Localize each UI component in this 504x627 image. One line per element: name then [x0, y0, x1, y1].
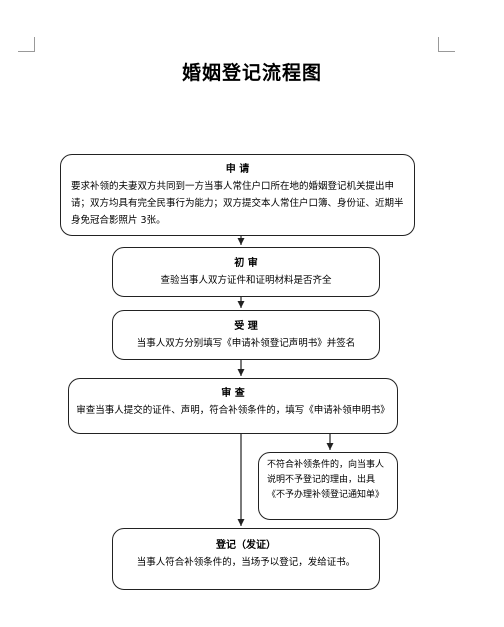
step-first-review-title: 初 审	[234, 258, 258, 269]
step-accept-title: 受 理	[234, 321, 258, 332]
page-corner-mark-top-left	[18, 37, 35, 52]
step-reject-text: 不符合补领条件的，向当事人说明不予登记的理由，出具《不予办理补领登记通知单》	[267, 460, 385, 500]
step-reject-box: 不符合补领条件的，向当事人说明不予登记的理由，出具《不予办理补领登记通知单》	[258, 452, 398, 520]
step-first-review-box: 初 审 查验当事人双方证件和证明材料是否齐全	[112, 247, 380, 297]
step-register-box: 登记（发证） 当事人符合补领条件的，当场予以登记，发给证书。	[112, 528, 380, 590]
step-first-review-text: 查验当事人双方证件和证明材料是否齐全	[160, 275, 332, 286]
step-accept-text: 当事人双方分别填写《申请补领登记声明书》并签名	[136, 338, 356, 349]
step-apply-text: 要求补领的夫妻双方共同到一方当事人常住户口所在地的婚姻登记机关提出申请；双方均具…	[71, 181, 404, 226]
step-review-box: 审 查 审查当事人提交的证件、声明，符合补领条件的，填写《申请补领申明书》	[68, 378, 398, 434]
step-accept-box: 受 理 当事人双方分别填写《申请补领登记声明书》并签名	[112, 310, 380, 360]
step-apply-box: 申 请 要求补领的夫妻双方共同到一方当事人常住户口所在地的婚姻登记机关提出申请；…	[60, 154, 415, 236]
step-review-title: 审 查	[221, 388, 245, 399]
step-review-text: 审查当事人提交的证件、声明，符合补领条件的，填写《申请补领申明书》	[76, 405, 390, 416]
page-title: 婚姻登记流程图	[181, 62, 322, 84]
step-register-title: 登记（发证）	[216, 540, 276, 551]
step-apply-title: 申 请	[225, 164, 250, 175]
page-corner-mark-top-right	[438, 37, 455, 52]
step-register-text: 当事人符合补领条件的，当场予以登记，发给证书。	[136, 557, 356, 568]
